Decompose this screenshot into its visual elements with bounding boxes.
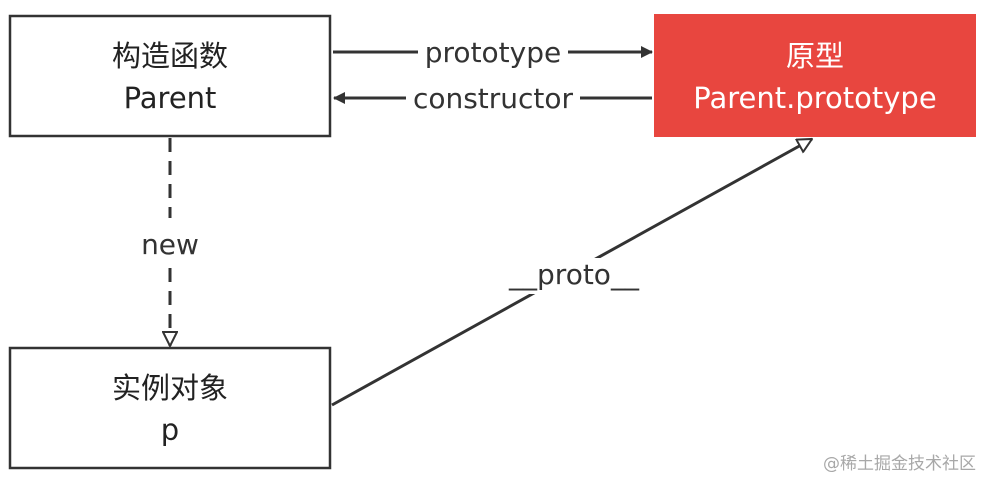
constructor-node-name: Parent [124,81,217,115]
edge-proto-label: __proto__ [508,258,640,291]
instance-node-title: 实例对象 [112,371,228,405]
prototype-node-title: 原型 [786,39,844,73]
edge-constructor-label: constructor [413,82,574,115]
edge-new-label: new [141,228,199,261]
watermark: @稀土掘金技术社区 [823,454,976,474]
prototype-node: 原型 Parent.prototype [654,14,976,137]
instance-node: 实例对象 p [8,346,332,470]
instance-node-name: p [161,413,179,447]
edge-prototype: prototype [333,36,653,69]
edge-constructor: constructor [333,82,652,115]
constructor-node-title: 构造函数 [112,39,228,73]
edge-new: new [141,138,199,346]
prototype-node-box [654,14,976,137]
prototype-node-name: Parent.prototype [693,81,936,115]
constructor-node: 构造函数 Parent [8,14,332,138]
edge-proto: __proto__ [331,137,812,407]
edge-prototype-label: prototype [425,36,561,69]
